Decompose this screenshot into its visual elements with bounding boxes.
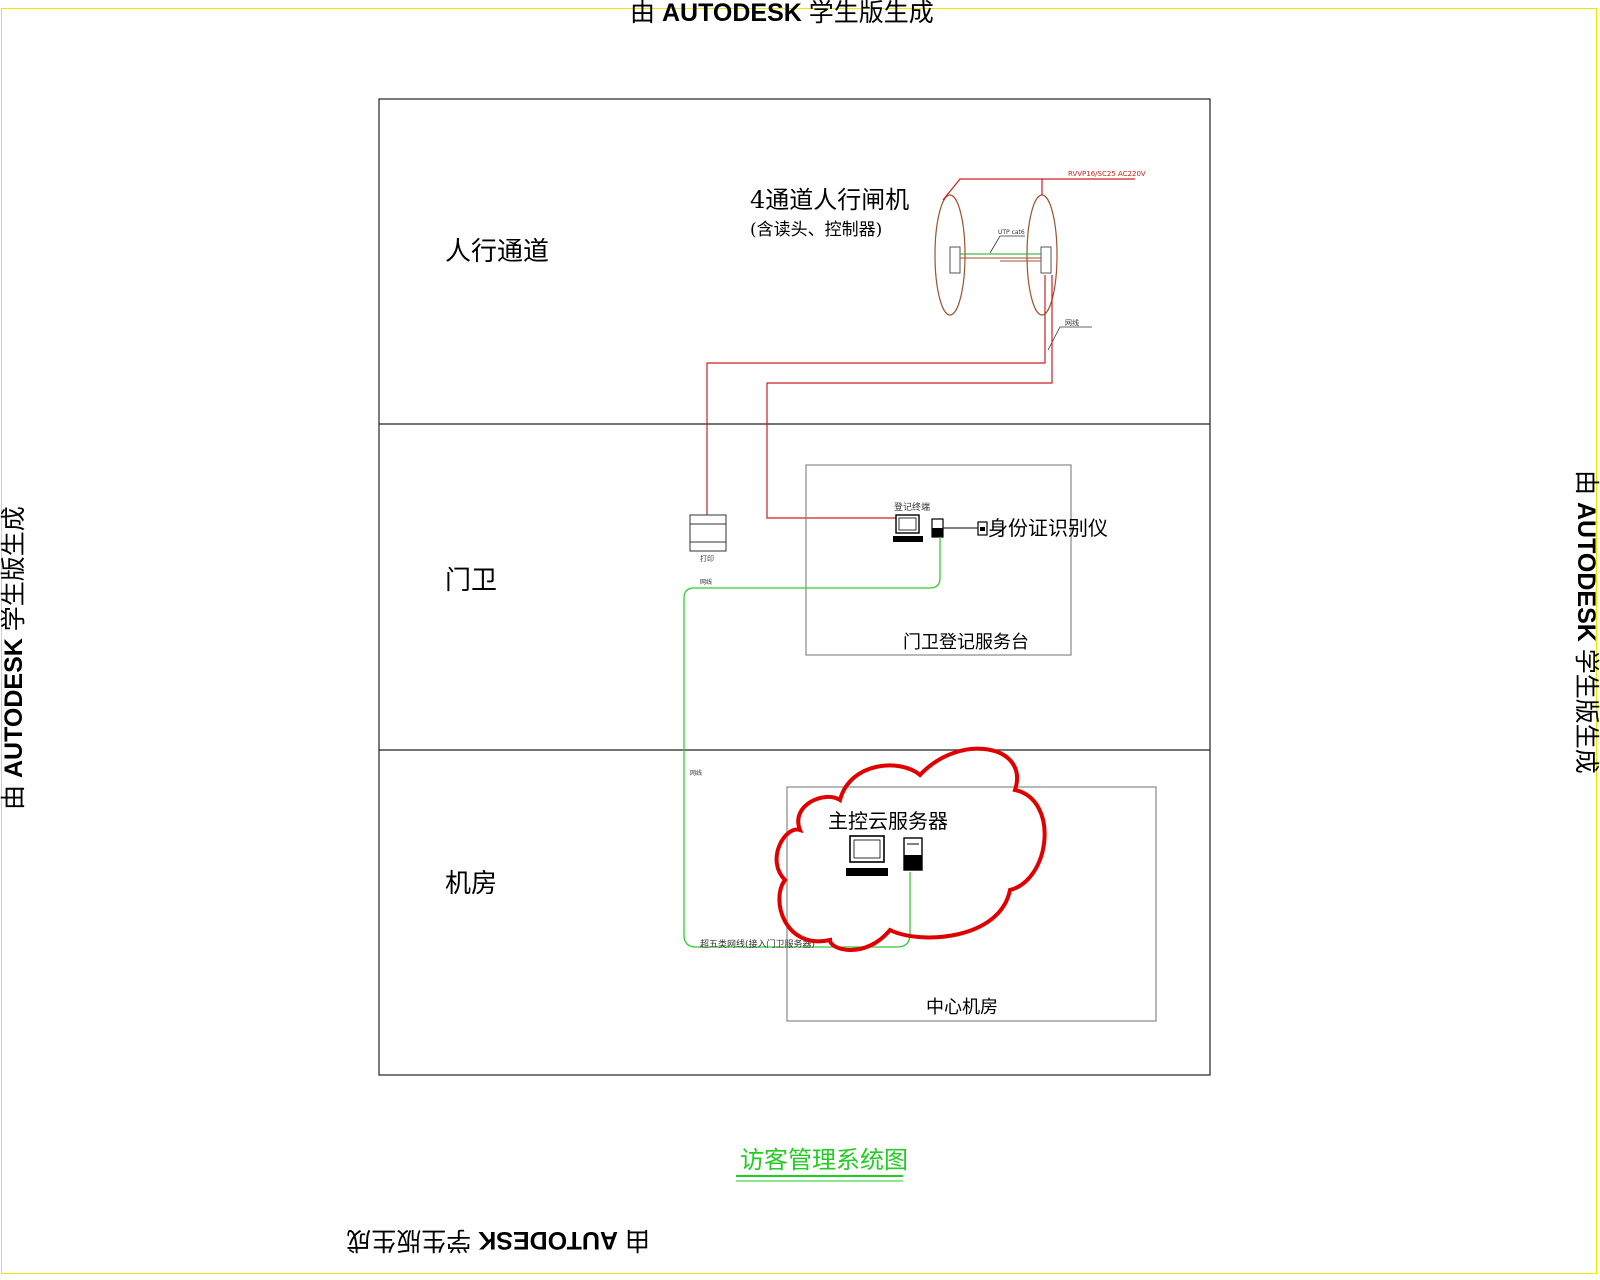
watermark-top: 由 AUTODESK 学生版生成 (630, 0, 934, 27)
cloud-highlight (774, 746, 1047, 952)
cable-to-terminal (766, 275, 1053, 519)
guard-desk-box (805, 464, 1072, 656)
power-cable-top (942, 178, 1135, 201)
guard-small-label: 网线 (700, 578, 712, 586)
page-frame (1, 8, 1597, 1274)
card-reader-right (1040, 246, 1052, 274)
network-cable (683, 537, 941, 948)
zone-label-guard: 门卫 (445, 566, 497, 596)
turnstile-small-label-1: UTP cat6 (998, 229, 1025, 236)
printer-icon (689, 514, 727, 552)
zone-label-pedestrian: 人行通道 (445, 237, 549, 267)
diagram-frame (378, 98, 1211, 1076)
zone-label-server-room: 机房 (445, 869, 497, 899)
center-room-label: 中心机房 (926, 997, 998, 1018)
network-link-label: 网线 (690, 769, 702, 777)
diagram-title: 访客管理系统图 (740, 1146, 908, 1174)
terminal-label: 登记终端 (894, 501, 930, 513)
id-reader-label: 身份证识别仪 (988, 516, 1108, 540)
power-cable-label: RVVP16/SC25 AC220V (1068, 170, 1146, 178)
bottom-cable-label: 超五类网线(接入门卫服务器) (700, 938, 815, 950)
server-pc-icon (846, 835, 888, 876)
turnstile-small-label-2: 网线 (1065, 318, 1079, 327)
pc-terminal-icon (893, 514, 923, 542)
turnstile-gate-left (934, 194, 966, 316)
leader-line-2 (1047, 326, 1092, 351)
turnstile-title: 4通道人行闸机 (750, 186, 909, 214)
center-room-box (786, 786, 1157, 1022)
printer-label: 打印 (700, 554, 714, 563)
guard-desk-label: 门卫登记服务台 (903, 632, 1029, 653)
turnstile-subtitle: (含读头、控制器) (750, 220, 882, 240)
server-tower-icon (931, 518, 944, 538)
server-rack-icon (903, 837, 923, 871)
cable-to-printer (706, 275, 1046, 515)
server-label: 主控云服务器 (828, 809, 948, 833)
leader-line-1 (989, 235, 1025, 254)
card-reader-left (949, 246, 961, 274)
id-reader-icon (977, 521, 988, 536)
